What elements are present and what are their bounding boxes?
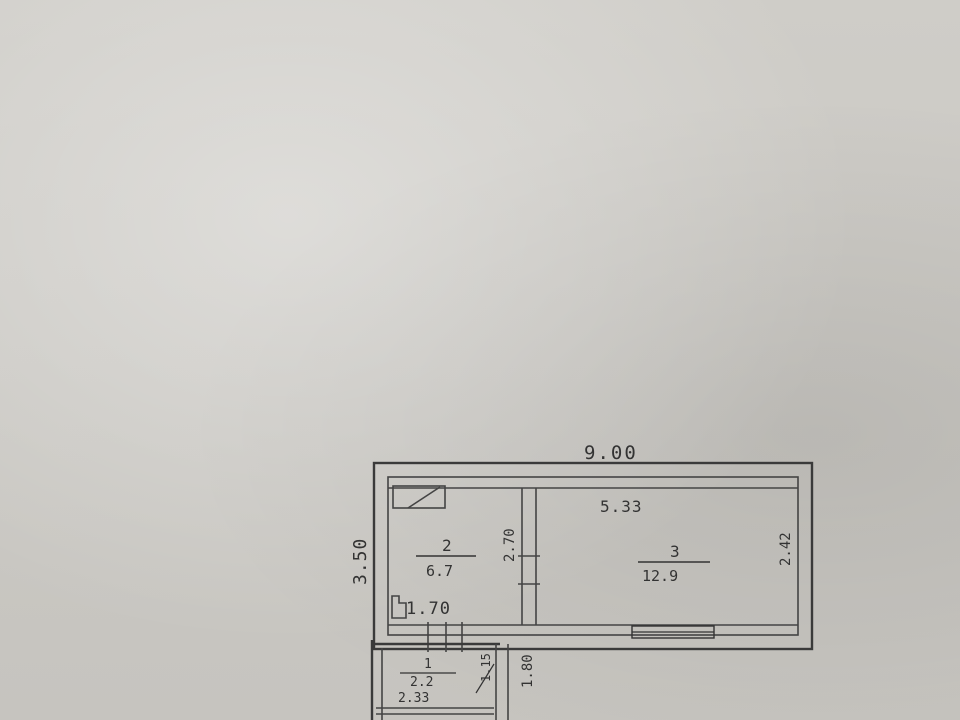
room-3-depth: 2.42	[778, 532, 794, 566]
sink-fixture	[391, 595, 407, 619]
door-room2-room1	[427, 622, 463, 652]
window-room3	[631, 625, 715, 639]
room-3-area: 12.9	[642, 567, 678, 585]
room-2-area: 6.7	[426, 562, 453, 580]
room-3-width: 5.33	[600, 497, 643, 516]
room-1-side-a: 1.15	[479, 653, 493, 682]
room-3-number: 3	[670, 542, 680, 561]
room-2-number: 2	[442, 536, 452, 555]
room-2-width: 1.70	[406, 599, 451, 619]
room-1-area: 2.2	[410, 675, 433, 690]
door-room2-room3	[518, 555, 540, 585]
stove-fixture	[392, 485, 446, 509]
outer-walls	[372, 461, 814, 651]
annex-walls	[370, 640, 509, 720]
room-2-depth: 2.70	[502, 528, 518, 562]
overall-depth-label: 3.50	[350, 538, 371, 585]
room-1-side-b: 1.80	[520, 654, 536, 688]
overall-width-label: 9.00	[584, 442, 638, 464]
room-1-width: 2.33	[398, 691, 429, 706]
room-1-number: 1	[424, 657, 432, 672]
